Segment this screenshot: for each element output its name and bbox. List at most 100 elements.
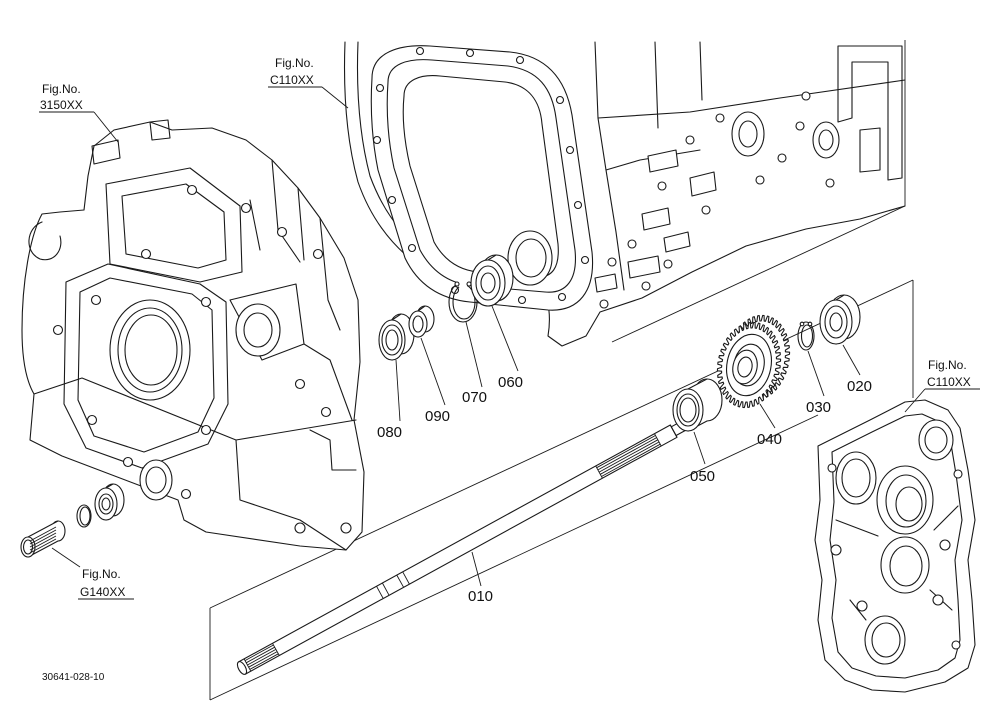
bolt-hole xyxy=(320,406,332,418)
collar-050-front-face xyxy=(672,388,704,432)
rear-cover-bore xyxy=(864,615,906,665)
bolt-hole xyxy=(90,294,102,306)
rear-cover-rib xyxy=(933,505,959,531)
part-number-060[interactable]: 060 xyxy=(498,374,523,391)
bolt-hole xyxy=(627,239,637,249)
case-bracket xyxy=(647,149,679,173)
front-housing-rib xyxy=(309,429,357,471)
bearing-060-race xyxy=(480,272,496,294)
collar-050-edge xyxy=(687,378,708,390)
collar-050 xyxy=(672,378,723,432)
fig-ref-leader xyxy=(93,111,119,143)
fig-ref-c110xx-right[interactable]: Fig.No. C110XX xyxy=(904,358,980,413)
case-brackets xyxy=(594,149,717,293)
shaft-spline-near-tooth xyxy=(248,651,278,668)
leader-020 xyxy=(842,344,861,376)
front-housing-flange-face xyxy=(63,263,229,469)
ring-090-race xyxy=(412,315,424,333)
part-number-070[interactable]: 070 xyxy=(462,389,487,406)
bolt-hole xyxy=(715,113,725,123)
drawing-code: 30641-028-10 xyxy=(42,672,105,683)
bolt-hole xyxy=(200,424,212,436)
ball-bearing-lower-edge xyxy=(105,483,114,489)
shaft-end-face-near xyxy=(236,661,248,675)
annotations: Fig.No. 3150XX Fig.No. C110XX Fig.No. C1… xyxy=(39,56,980,683)
fig-ref-label: Fig.No. xyxy=(82,567,121,581)
needle-bearing-set xyxy=(20,483,125,558)
case-side-panel-window xyxy=(859,127,881,173)
fig-ref-g140xx[interactable]: Fig.No. G140XX xyxy=(51,547,134,600)
front-housing-lug xyxy=(149,119,171,141)
fig-ref-3150xx[interactable]: Fig.No. 3150XX xyxy=(39,82,119,143)
fig-ref-code[interactable]: C110XX xyxy=(270,73,314,87)
front-housing-lug xyxy=(91,139,121,165)
bolt-hole xyxy=(932,594,944,606)
bolt-hole xyxy=(685,135,695,145)
fig-ref-leader xyxy=(51,547,81,568)
bolt-hole xyxy=(517,295,527,305)
front-housing-base xyxy=(33,377,347,551)
fig-ref-label: Fig.No. xyxy=(42,82,81,96)
case-boss-bore xyxy=(738,120,758,148)
bolt-hole xyxy=(372,135,382,145)
front-housing-boss-bore xyxy=(243,312,273,348)
rear-cover-rib xyxy=(849,599,867,621)
bolt-hole xyxy=(312,248,324,260)
leader-050 xyxy=(693,431,706,465)
bolt-hole xyxy=(240,202,252,214)
case-small-holes xyxy=(599,91,835,309)
bearing-020-race xyxy=(824,305,848,339)
gear-040 xyxy=(716,314,791,409)
part-number-090[interactable]: 090 xyxy=(425,408,450,425)
front-housing-boss-face xyxy=(235,303,281,357)
fig-ref-code[interactable]: C110XX xyxy=(927,375,971,389)
shaft-010 xyxy=(236,414,698,675)
bolt-hole xyxy=(663,259,673,269)
gear-web xyxy=(726,333,772,397)
snap-ring-030-inner xyxy=(800,324,814,348)
shaft-spline-far-tooth xyxy=(596,435,656,469)
fig-ref-leader xyxy=(321,86,349,109)
bolt-hole xyxy=(599,299,609,309)
front-housing-bolt-holes xyxy=(52,184,352,534)
gear-and-bearing-set xyxy=(672,294,861,432)
needle-bearing xyxy=(20,520,66,558)
bolt-hole xyxy=(777,153,787,163)
leader-060 xyxy=(491,305,519,372)
ball-bearing-lower xyxy=(94,483,125,521)
snap-ring-070-lug xyxy=(466,281,472,287)
part-number-050[interactable]: 050 xyxy=(690,468,715,485)
collar-050-race xyxy=(676,393,700,427)
leader-040 xyxy=(759,403,776,429)
part-number-030[interactable]: 030 xyxy=(806,399,831,416)
snap-ring-030 xyxy=(797,321,815,351)
bolt-hole xyxy=(140,248,152,260)
bearing-set-upper xyxy=(378,254,514,361)
ball-bearing-lower-race xyxy=(101,497,111,511)
front-housing-main-bore-inner xyxy=(117,307,183,393)
bolt-hole xyxy=(86,414,98,426)
shaft-spline-far-tooth xyxy=(598,439,659,473)
bolt-hole xyxy=(294,522,306,534)
bolt-hole xyxy=(407,243,417,253)
oil-seal-080 xyxy=(378,313,415,361)
housing-group-bottom-edge xyxy=(611,205,906,343)
part-number-010[interactable]: 010 xyxy=(468,588,493,605)
rear-cover-rib xyxy=(835,519,879,537)
part-number-040[interactable]: 040 xyxy=(757,431,782,448)
bearing-060-edge xyxy=(487,254,497,261)
needle-roller xyxy=(29,526,57,542)
bolt-hole xyxy=(801,91,811,101)
fig-ref-c110xx-top[interactable]: Fig.No. C110XX xyxy=(268,56,349,109)
bolt-hole xyxy=(515,55,525,65)
front-housing-curl xyxy=(28,221,62,261)
rear-cover-top-boss xyxy=(918,419,954,461)
part-number-020[interactable]: 020 xyxy=(847,378,872,395)
fig-ref-code[interactable]: G140XX xyxy=(80,585,125,599)
part-number-080[interactable]: 080 xyxy=(377,424,402,441)
fig-ref-label: Fig.No. xyxy=(928,358,967,372)
shaft-spline-near-end xyxy=(272,643,280,656)
fig-ref-code[interactable]: 3150XX xyxy=(40,98,83,112)
needle-roller xyxy=(29,535,57,551)
